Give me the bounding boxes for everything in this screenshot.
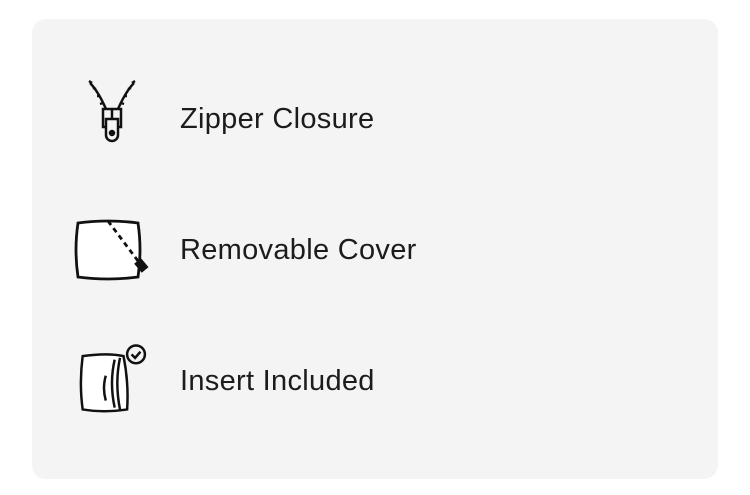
feature-insert-included: Insert Included xyxy=(72,341,375,421)
feature-label: Zipper Closure xyxy=(180,102,375,135)
features-card: Zipper Closure Removable Cover Insert In… xyxy=(32,19,718,479)
feature-label: Removable Cover xyxy=(180,233,417,266)
feature-removable-cover: Removable Cover xyxy=(72,210,417,290)
insert-included-icon xyxy=(72,341,152,421)
feature-label: Insert Included xyxy=(180,364,375,397)
feature-zipper-closure: Zipper Closure xyxy=(72,79,374,159)
removable-cover-icon xyxy=(72,210,152,290)
zipper-icon xyxy=(72,79,152,159)
